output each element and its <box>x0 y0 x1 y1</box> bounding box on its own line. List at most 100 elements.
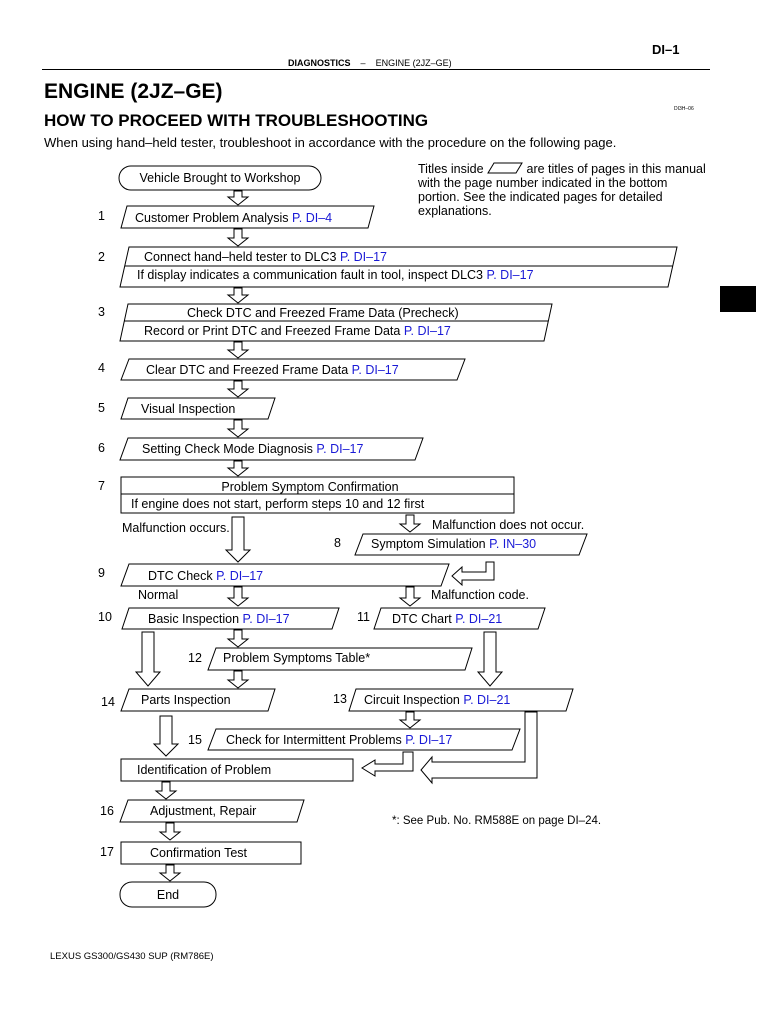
down-arrow <box>226 190 250 206</box>
step-number: 1 <box>98 209 105 223</box>
down-arrow <box>154 781 178 800</box>
step-9-box <box>120 563 450 587</box>
note-after: are titles of pages in this manual with … <box>418 162 706 218</box>
step-5-label: Visual Inspection <box>141 402 235 416</box>
down-arrow <box>226 341 250 359</box>
down-arrow <box>226 670 250 689</box>
header-rule <box>42 69 710 70</box>
intro-text: When using hand–held tester, troubleshoo… <box>44 135 617 150</box>
step-8-box <box>354 533 588 556</box>
step-number: 5 <box>98 401 105 415</box>
header-topic: ENGINE (2JZ–GE) <box>375 58 452 68</box>
page-number: DI–1 <box>652 42 680 57</box>
flow-start: Vehicle Brought to Workshop <box>118 165 322 191</box>
flow-start-label: Vehicle Brought to Workshop <box>140 171 301 185</box>
legend-note: Titles inside are titles of pages in thi… <box>418 162 708 218</box>
step-number: 9 <box>98 566 105 580</box>
step-5-box <box>120 397 276 420</box>
down-arrow <box>224 516 252 563</box>
step-7-box <box>120 476 515 514</box>
note-before: Titles inside <box>418 162 484 176</box>
step-4-label: Clear DTC and Freezed Frame Data P. DI–1… <box>146 363 399 377</box>
step-6-label: Setting Check Mode Diagnosis P. DI–17 <box>142 442 363 456</box>
step-2-box <box>119 246 678 288</box>
return-arrow-13 <box>420 711 538 785</box>
malfunction-code-label: Malfunction code. <box>431 588 529 602</box>
step-number: 7 <box>98 479 105 493</box>
down-arrow <box>398 514 422 533</box>
down-arrow <box>152 715 180 757</box>
down-arrow <box>398 586 422 607</box>
step-10-label: Basic Inspection P. DI–17 <box>148 612 290 626</box>
down-arrow <box>158 822 182 841</box>
page-title: ENGINE (2JZ–GE) <box>44 80 223 103</box>
step-number: 4 <box>98 361 105 375</box>
down-arrow <box>226 419 250 438</box>
running-header: DIAGNOSTICS – ENGINE (2JZ–GE) <box>288 58 452 68</box>
step-11-box <box>373 607 546 630</box>
step-1-box <box>120 205 375 229</box>
step-number: 8 <box>334 536 341 550</box>
flow-end-label: End <box>157 888 179 902</box>
return-arrow-15 <box>361 751 414 777</box>
step-number: 6 <box>98 441 105 455</box>
step-number: 13 <box>333 692 347 706</box>
step-number: 10 <box>98 610 112 624</box>
step-number: 15 <box>188 733 202 747</box>
step-10-box <box>121 607 340 630</box>
down-arrow <box>158 864 182 882</box>
step-9-label: DTC Check P. DI–17 <box>148 569 263 583</box>
step-number: 12 <box>188 651 202 665</box>
identification-box <box>120 758 354 782</box>
malfunction-occurs-label: Malfunction occurs. <box>122 521 230 535</box>
step-number: 14 <box>101 695 115 709</box>
down-arrow <box>226 228 250 247</box>
section-title: HOW TO PROCEED WITH TROUBLESHOOTING <box>44 111 429 130</box>
step-6-box <box>119 437 424 461</box>
flow-end <box>119 881 217 908</box>
down-arrow <box>226 287 250 304</box>
normal-label: Normal <box>138 588 178 602</box>
step-7-label: Problem Symptom Confirmation <box>221 480 398 494</box>
step-number: 2 <box>98 250 105 264</box>
section-tab-marker <box>720 286 756 312</box>
step-15-box <box>207 728 521 751</box>
step-2-sublabel: If display indicates a communication fau… <box>137 268 534 282</box>
loop-arrow-8-to-9 <box>451 561 495 587</box>
step-13-box <box>348 688 574 712</box>
step-number: 16 <box>100 804 114 818</box>
step-11-label: DTC Chart P. DI–21 <box>392 612 502 626</box>
step-15-label: Check for Intermittent Problems P. DI–17 <box>226 733 452 747</box>
step-13-label: Circuit Inspection P. DI–21 <box>364 693 510 707</box>
step-14-box <box>120 688 276 712</box>
step-number: 17 <box>100 845 114 859</box>
step-16-box <box>119 799 305 823</box>
step-4-box <box>120 358 466 381</box>
malfunction-not-occur-label: Malfunction does not occur. <box>432 518 584 532</box>
step-7-sublabel: If engine does not start, perform steps … <box>131 497 425 511</box>
step-3-box <box>119 303 553 342</box>
header-section: DIAGNOSTICS <box>288 58 351 68</box>
step-number: 11 <box>357 610 370 624</box>
down-arrow <box>226 460 250 477</box>
step-17-box <box>120 841 302 865</box>
down-arrow <box>226 380 250 398</box>
identification-label: Identification of Problem <box>137 763 271 777</box>
step-8-label: Symptom Simulation P. IN–30 <box>371 537 536 551</box>
document-code: DI3H–06 <box>674 106 694 112</box>
down-arrow <box>476 631 504 687</box>
step-1-label: Customer Problem Analysis P. DI–4 <box>135 211 332 225</box>
down-arrow <box>398 711 422 729</box>
step-number: 3 <box>98 305 105 319</box>
page-footer: LEXUS GS300/GS430 SUP (RM786E) <box>50 951 214 962</box>
parallelogram-legend-icon <box>487 162 523 174</box>
down-arrow <box>226 586 250 607</box>
step-17-label: Confirmation Test <box>150 846 248 860</box>
step-3-sublabel: Record or Print DTC and Freezed Frame Da… <box>144 324 451 338</box>
step-3-label: Check DTC and Freezed Frame Data (Preche… <box>187 306 459 320</box>
down-arrow <box>134 631 162 687</box>
step-12-label: Problem Symptoms Table* <box>223 651 370 665</box>
down-arrow <box>226 629 250 648</box>
header-separator: – <box>360 58 366 68</box>
